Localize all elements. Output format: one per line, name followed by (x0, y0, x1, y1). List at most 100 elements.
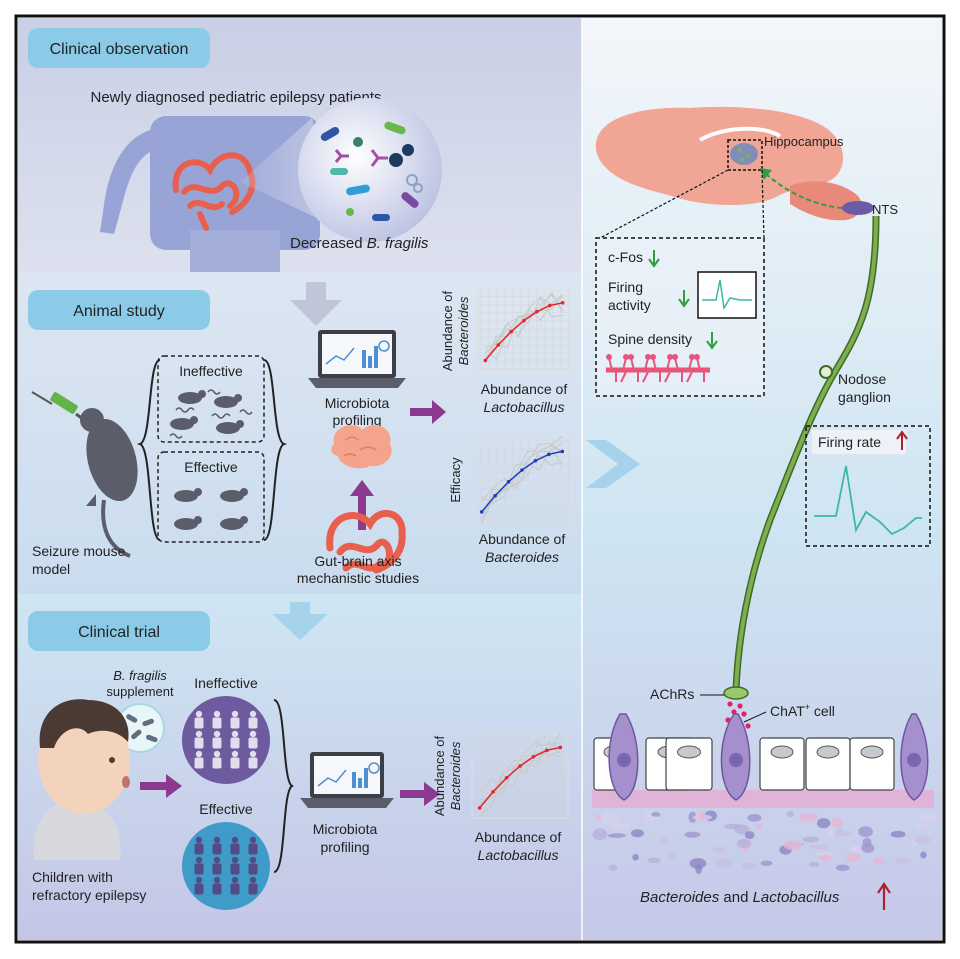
person-icon (231, 876, 239, 884)
microbe (647, 857, 661, 864)
spine (608, 357, 613, 371)
microbe (608, 864, 618, 871)
microbe (651, 812, 661, 817)
background-trace (484, 294, 563, 361)
plot3-xlabel-line2: Lactobacillus (478, 847, 559, 863)
laptop-icon (300, 752, 394, 808)
spine-down-arrow (706, 332, 718, 350)
hippocampus-zoom-box (727, 139, 763, 171)
outer-frame (14, 14, 946, 944)
microbe (715, 857, 733, 868)
section-title-animal-study: Animal study (73, 303, 165, 320)
background-trace (484, 296, 563, 363)
spine-head (606, 354, 612, 360)
microbe (592, 828, 608, 840)
zoom-line-right (761, 169, 765, 239)
spine (666, 357, 671, 371)
firing-rate-trace (814, 465, 922, 536)
profiling-trial-line2: profiling (320, 839, 369, 855)
plot3-ylabel-line2: Bacteroides (448, 741, 463, 810)
microbe (760, 860, 773, 866)
microbe (695, 863, 703, 874)
microbe (734, 824, 750, 835)
brace-trial (273, 699, 294, 873)
plot1-xlabel-line2: Lactobacillus (484, 399, 565, 415)
nts-nucleus (842, 201, 874, 215)
gut-brain-line1: Gut-brain axis (314, 553, 401, 569)
microbe (799, 812, 818, 822)
person-icon (231, 730, 239, 738)
person-icon (248, 863, 258, 875)
microbe (600, 812, 620, 824)
effective-label-trial: Effective (199, 801, 253, 817)
microbe (689, 858, 707, 869)
mouse-icon (170, 390, 244, 434)
person-icon (230, 737, 240, 749)
microbe (858, 826, 873, 838)
spine (620, 369, 628, 383)
microbe (920, 851, 927, 859)
person-icon (212, 863, 222, 875)
person-icon (212, 737, 222, 749)
spine-head (623, 354, 629, 360)
person-icon (248, 843, 258, 855)
person-icon (194, 843, 204, 855)
spine (688, 357, 693, 371)
firing-trace-box (697, 271, 757, 319)
label-box-animal-study (28, 290, 210, 330)
trend-point (479, 510, 484, 514)
microbe (835, 827, 844, 836)
trend-point (533, 458, 538, 463)
plot1-xlabel-line1: Abundance of (481, 381, 568, 397)
section-title-clinical-trial: Clinical trial (78, 624, 160, 641)
background-trace (481, 455, 563, 502)
person-icon (249, 876, 257, 884)
ineffective-label-trial: Ineffective (194, 675, 258, 691)
nodose-line1: Nodose (838, 371, 886, 387)
arrow-child-to-groups (140, 774, 182, 798)
person-icon (248, 717, 258, 729)
mouse-icon (174, 488, 248, 530)
person-icon (231, 856, 239, 864)
trend-point (535, 309, 539, 314)
seizure-model-line2: model (32, 561, 70, 577)
microbe (755, 824, 764, 830)
spine (644, 357, 649, 371)
hippocampus-label: Hippocampus (764, 134, 844, 149)
firing-line1: Firing (608, 279, 643, 295)
microbe (873, 857, 886, 865)
ach-dot (727, 701, 733, 707)
plot1-ylabel-line2: Bacteroides (456, 296, 471, 365)
spine-head (628, 354, 634, 360)
brain-icon (331, 425, 392, 469)
microbe (688, 811, 697, 823)
ineffective-mice-box (157, 355, 265, 443)
arrow-to-plot3 (400, 782, 440, 806)
person-icon (213, 710, 221, 718)
arrow-obs-to-animal (290, 282, 342, 326)
firing-line2: activity (608, 297, 651, 313)
firing-down-arrow (678, 290, 690, 308)
label-box-clinical-trial (28, 611, 210, 651)
microbe (660, 837, 670, 845)
microbe (809, 862, 820, 867)
trend-point (477, 806, 482, 810)
person-icon (195, 836, 203, 844)
person-icon (194, 836, 258, 895)
person-icon (231, 836, 239, 844)
person-icon (212, 757, 222, 769)
microbe (594, 814, 602, 821)
plot-trial-lacto-vs-bactero (471, 732, 569, 819)
microbe (697, 811, 706, 821)
trend-point (531, 754, 536, 759)
person-icon (249, 750, 257, 758)
microbe (819, 854, 832, 862)
bottom-up-arrow (877, 882, 891, 910)
plot2-ylabel: Efficacy (448, 457, 463, 503)
person-icon (248, 737, 258, 749)
bottom-conclusion: Bacteroides and Lactobacillus (640, 889, 840, 906)
trend-point (496, 343, 501, 347)
mouse-icon (80, 408, 138, 558)
microbe (783, 840, 803, 850)
cell-nucleus (677, 745, 701, 759)
